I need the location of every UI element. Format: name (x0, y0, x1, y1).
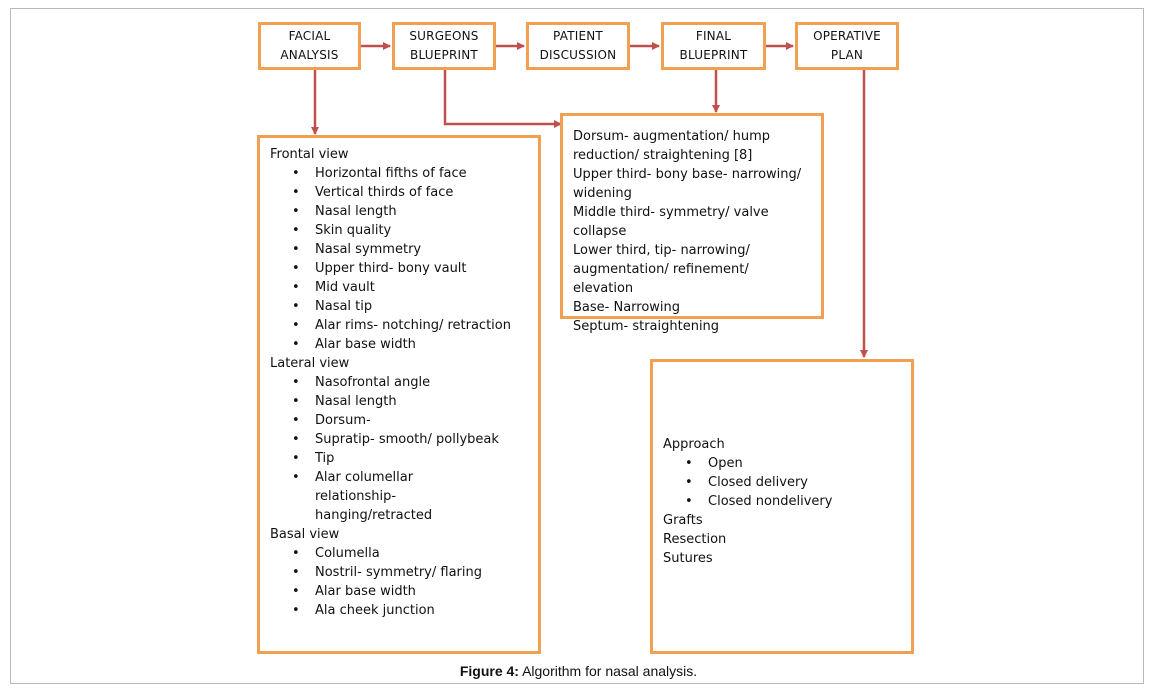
list-item: Alar base width (270, 582, 528, 601)
list-item: Nasal length (270, 392, 528, 411)
blueprint-item-lower-third: Lower third, tip- narrowing/ augmentatio… (573, 243, 750, 296)
blueprint-item-base: Base- Narrowing (573, 300, 681, 315)
patient-discussion-line2: DISCUSSION (539, 48, 617, 62)
list-item: Vertical thirds of face (270, 183, 528, 202)
final-blueprint-line1: FINAL (695, 29, 732, 43)
list-item: Dorsum- (270, 411, 528, 430)
blueprint-item-dorsum: Dorsum- augmentation/ hump reduction/ st… (573, 129, 771, 163)
list-item: Columella (270, 544, 528, 563)
arrow-surgeons-to-blueprint (443, 70, 562, 128)
final-blueprint-line2: BLUEPRINT (679, 48, 748, 62)
caption-text: Algorithm for nasal analysis. (518, 663, 698, 679)
figure-frame (10, 8, 1144, 684)
surgeons-blueprint-line2: BLUEPRINT (410, 48, 478, 62)
list-item: Nasal length (270, 202, 528, 221)
frontal-view-heading: Frontal view (270, 147, 349, 162)
list-item: Nasal symmetry (270, 240, 528, 259)
approach-list: Open Closed delivery Closed nondelivery (663, 454, 901, 511)
operative-plan-line2: PLAN (830, 48, 864, 62)
approach-heading: Approach (663, 437, 725, 452)
basal-view-heading: Basal view (270, 527, 340, 542)
list-item: Nasofrontal angle (270, 373, 528, 392)
frontal-view-list: Horizontal fifths of face Vertical third… (270, 164, 528, 354)
plan-detail-box: Approach Open Closed delivery Closed non… (650, 359, 914, 654)
figure-caption: Figure 4: Algorithm for nasal analysis. (0, 663, 1157, 679)
list-item: Open (663, 454, 901, 473)
list-item: Closed nondelivery (663, 492, 901, 511)
blueprint-detail-box: Dorsum- augmentation/ hump reduction/ st… (560, 113, 824, 334)
list-item: Alar base width (270, 335, 528, 354)
operative-plan-box: OPERATIVE PLAN (795, 22, 899, 70)
basal-view-list: Columella Nostril- symmetry/ flaring Ala… (270, 544, 528, 620)
resection-label: Resection (663, 532, 727, 547)
list-item: Nostril- symmetry/ flaring (270, 563, 528, 582)
lateral-view-list: Nasofrontal angle Nasal length Dorsum- S… (270, 373, 528, 525)
caption-label: Figure 4: (459, 663, 519, 679)
list-item: Ala cheek junction (270, 601, 528, 620)
blueprint-item-upper-third: Upper third- bony base- narrowing/ widen… (573, 167, 802, 201)
sutures-label: Sutures (663, 551, 713, 566)
list-item: Mid vault (270, 278, 528, 297)
blueprint-item-middle-third: Middle third- symmetry/ valve collapse (573, 205, 769, 239)
grafts-label: Grafts (663, 513, 703, 528)
list-item: Alar columellar relationship-hanging/ret… (270, 468, 528, 525)
list-item: Horizontal fifths of face (270, 164, 528, 183)
patient-discussion-box: PATIENT DISCUSSION (526, 22, 630, 70)
list-item: Nasal tip (270, 297, 528, 316)
lateral-view-heading: Lateral view (270, 356, 350, 371)
facial-analysis-line1: FACIAL (288, 29, 331, 43)
blueprint-item-septum: Septum- straightening (573, 319, 720, 334)
list-item: Closed delivery (663, 473, 901, 492)
patient-discussion-line1: PATIENT (553, 29, 603, 43)
list-item: Tip (270, 449, 528, 468)
final-blueprint-box: FINAL BLUEPRINT (661, 22, 766, 70)
analysis-detail-box: Frontal view Horizontal fifths of face V… (257, 135, 541, 654)
surgeons-blueprint-box: SURGEONS BLUEPRINT (392, 22, 496, 70)
facial-analysis-box: FACIAL ANALYSIS (258, 22, 361, 70)
surgeons-blueprint-line1: SURGEONS (409, 29, 479, 43)
operative-plan-line1: OPERATIVE (813, 29, 881, 43)
list-item: Skin quality (270, 221, 528, 240)
facial-analysis-line2: ANALYSIS (280, 48, 339, 62)
list-item: Alar rims- notching/ retraction (270, 316, 528, 335)
list-item: Supratip- smooth/ pollybeak (270, 430, 528, 449)
list-item: Upper third- bony vault (270, 259, 528, 278)
